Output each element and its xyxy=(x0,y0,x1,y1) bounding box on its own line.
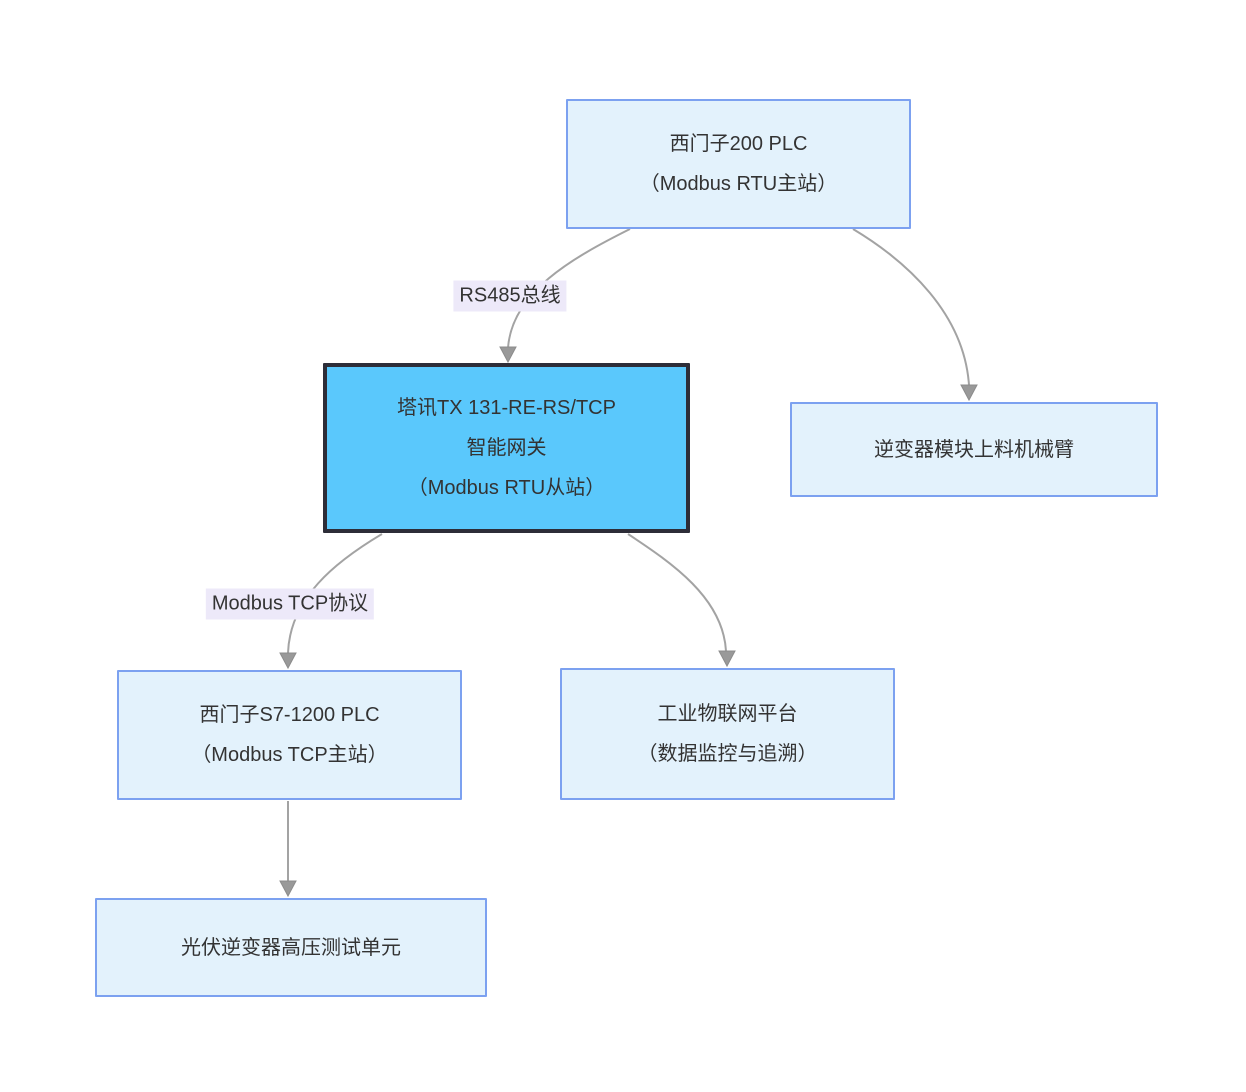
node-siemens-200-plc-line1: 西门子200 PLC xyxy=(669,133,808,155)
node-hv-test-unit: 光伏逆变器高压测试单元 xyxy=(95,898,487,997)
arrowhead-gateway-icon xyxy=(499,346,517,364)
node-gateway-line2: 智能网关 xyxy=(466,437,547,459)
edge-plc200-robot-arm xyxy=(852,228,970,386)
node-siemens-200-plc: 西门子200 PLC （Modbus RTU主站） xyxy=(566,99,911,229)
node-robot-arm-line1: 逆变器模块上料机械臂 xyxy=(874,438,1074,461)
node-iot-platform-line1: 工业物联网平台 xyxy=(657,703,798,725)
node-siemens-s7-1200-plc-line2: （Modbus TCP主站） xyxy=(191,744,388,766)
edge-label-modbus-tcp: Modbus TCP协议 xyxy=(205,588,375,620)
arrowhead-robot-arm-icon xyxy=(960,384,978,402)
node-siemens-s7-1200-plc-line1: 西门子S7-1200 PLC xyxy=(199,704,380,726)
edge-gateway-iot xyxy=(627,533,727,652)
node-robot-arm: 逆变器模块上料机械臂 xyxy=(790,402,1158,497)
node-iot-platform: 工业物联网平台 （数据监控与追溯） xyxy=(560,668,895,800)
node-iot-platform-line2: （数据监控与追溯） xyxy=(637,743,818,765)
node-gateway-line3: （Modbus RTU从站） xyxy=(407,477,606,499)
node-hv-test-unit-line1: 光伏逆变器高压测试单元 xyxy=(181,936,401,959)
node-gateway: 塔讯TX 131-RE-RS/TCP 智能网关 （Modbus RTU从站） xyxy=(323,363,690,533)
arrowhead-hv-test-icon xyxy=(279,880,297,898)
node-siemens-200-plc-line2: （Modbus RTU主站） xyxy=(639,173,838,195)
arrowhead-iot-icon xyxy=(718,650,736,668)
node-gateway-line1: 塔讯TX 131-RE-RS/TCP xyxy=(397,397,616,419)
edge-label-rs485-bus: RS485总线 xyxy=(453,280,567,312)
arrowhead-plc1200-icon xyxy=(279,652,297,670)
node-siemens-s7-1200-plc: 西门子S7-1200 PLC （Modbus TCP主站） xyxy=(117,670,462,800)
